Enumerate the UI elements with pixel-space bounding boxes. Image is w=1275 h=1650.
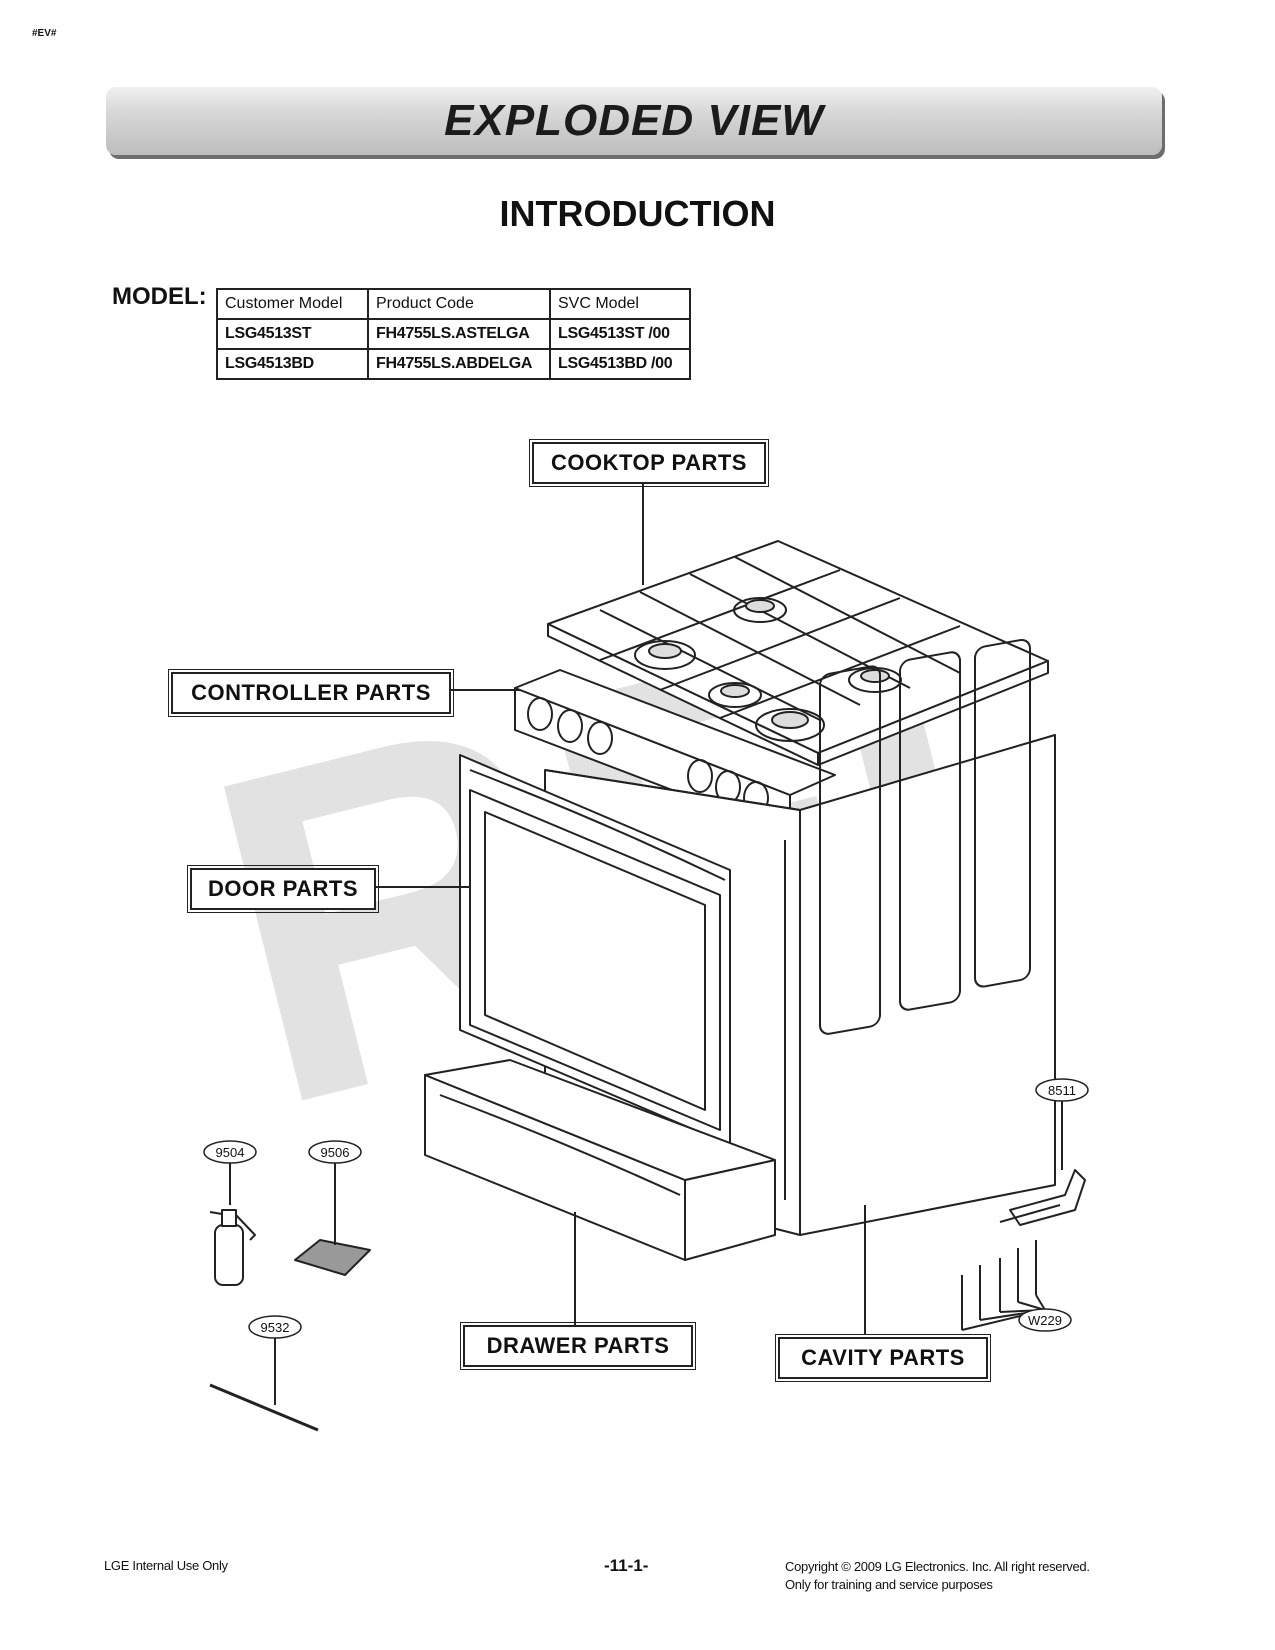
column-header: SVC Model bbox=[549, 288, 691, 320]
bracket-illustration bbox=[999, 1169, 1086, 1226]
page-number: -11-1- bbox=[604, 1556, 649, 1575]
drawer-illustration bbox=[424, 1059, 776, 1261]
table-cell: LSG4513ST /00 bbox=[549, 318, 691, 350]
document-marker: #EV# bbox=[32, 28, 57, 39]
footer-internal-note: LGE Internal Use Only bbox=[104, 1558, 228, 1573]
screws-illustration bbox=[961, 1240, 1037, 1330]
section-title: INTRODUCTION bbox=[499, 193, 776, 234]
table-cell: FH4755LS.ASTELGA bbox=[367, 318, 551, 350]
part-number-8511: 8511 bbox=[1048, 1082, 1076, 1098]
part-tag-9504-oval bbox=[203, 1140, 257, 1164]
model-table: Customer Model Product Code SVC Model LS… bbox=[216, 288, 691, 380]
controller-parts-callout: CONTROLLER PARTS bbox=[168, 669, 454, 717]
table-cell: FH4755LS.ABDELGA bbox=[367, 348, 551, 380]
part-tag-9506-oval bbox=[308, 1140, 362, 1164]
scrub-pad-illustration bbox=[294, 1239, 371, 1276]
cooktop-illustration bbox=[547, 540, 1049, 766]
table-cell: LSG4513ST bbox=[216, 318, 369, 350]
part-tag-w229-oval bbox=[1018, 1308, 1072, 1332]
rod-illustration bbox=[209, 1383, 319, 1432]
banner-title: EXPLODED VIEW bbox=[444, 96, 824, 145]
table-cell: LSG4513BD /00 bbox=[549, 348, 691, 380]
part-tag-9532-oval bbox=[248, 1315, 302, 1339]
table-row: LSG4513ST FH4755LS.ASTELGA LSG4513ST /00 bbox=[216, 318, 691, 350]
model-label: MODEL: bbox=[112, 283, 207, 310]
part-number-9504: 9504 bbox=[215, 1144, 245, 1160]
title-banner: EXPLODED VIEW bbox=[106, 87, 1162, 155]
part-number-9506: 9506 bbox=[320, 1144, 350, 1160]
table-header-row: Customer Model Product Code SVC Model bbox=[216, 288, 691, 320]
table-row: LSG4513BD FH4755LS.ABDELGA LSG4513BD /00 bbox=[216, 348, 691, 380]
part-number-w229: W229 bbox=[1028, 1312, 1062, 1328]
spray-bottle-illustration bbox=[209, 1209, 256, 1286]
part-tag-8511-oval bbox=[1035, 1078, 1089, 1102]
column-header: Customer Model bbox=[216, 288, 369, 320]
copyright-line: Copyright © 2009 LG Electronics. Inc. Al… bbox=[785, 1559, 1090, 1574]
table-cell: LSG4513BD bbox=[216, 348, 369, 380]
column-header: Product Code bbox=[367, 288, 551, 320]
cavity-parts-callout: CAVITY PARTS bbox=[775, 1334, 991, 1382]
usage-note: Only for training and service purposes bbox=[785, 1577, 993, 1592]
door-illustration bbox=[459, 754, 731, 1146]
door-parts-callout: DOOR PARTS bbox=[187, 865, 379, 913]
drawer-parts-callout: DRAWER PARTS bbox=[460, 1322, 696, 1370]
part-number-9532: 9532 bbox=[260, 1319, 290, 1335]
cooktop-parts-callout: COOKTOP PARTS bbox=[529, 439, 769, 487]
footer-copyright-block: Copyright © 2009 LG Electronics. Inc. Al… bbox=[785, 1558, 1090, 1594]
